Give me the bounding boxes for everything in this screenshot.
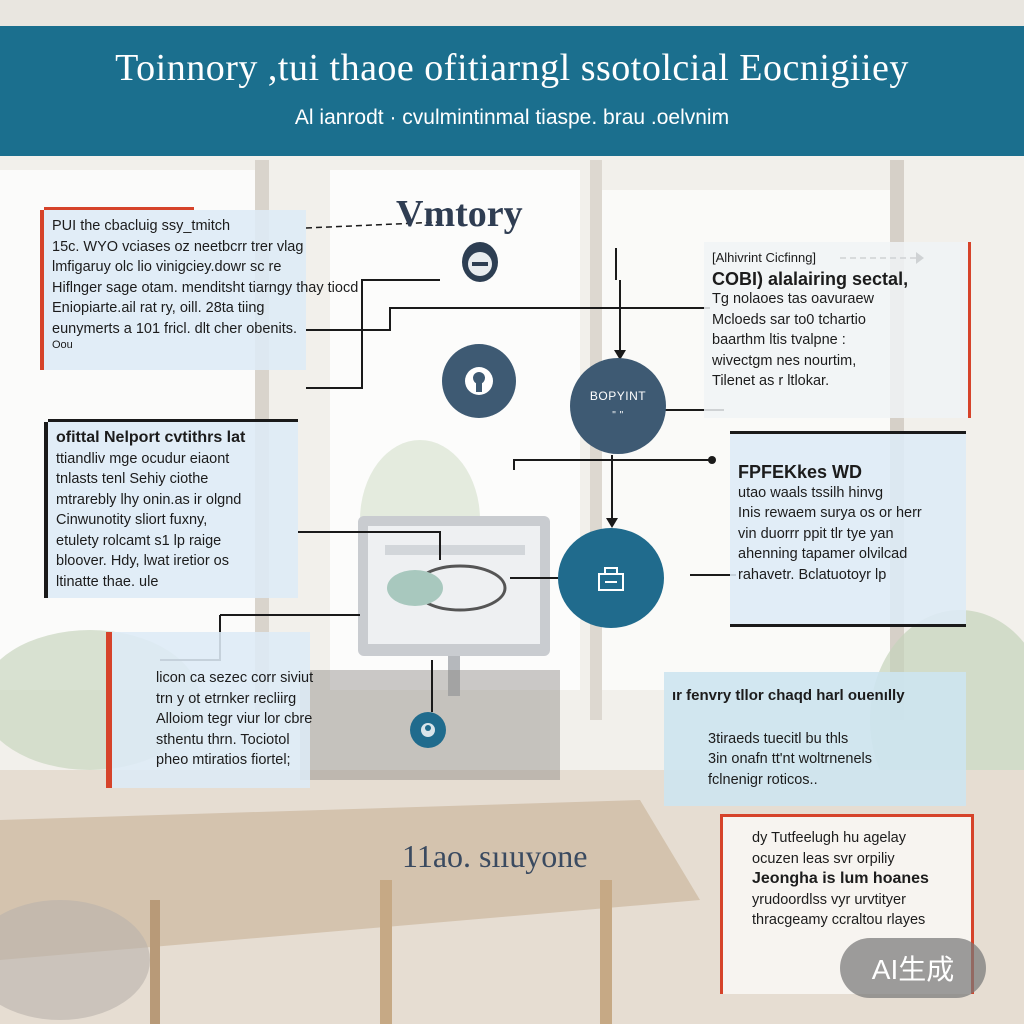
card-line: vin duorrr ppit tlr tye yan <box>738 525 894 542</box>
card-line: 15c. WYO vciases oz neetbcrr trer vlag <box>52 238 304 255</box>
hub-label: BOPYINT <box>589 389 647 403</box>
card-line: PUI the cbacluig ssy_tmitch <box>52 218 231 234</box>
card-line: ltinatte thae. ule <box>56 573 159 590</box>
person-icon <box>465 367 493 395</box>
card-heading: ofittal Nelport cvtithrs lat <box>56 429 246 446</box>
page-subtitle: Al ianrodt · cvulmintinmal tiaspe. brau … <box>294 106 730 129</box>
card-line: yrudoordlss vyr urvtityer <box>752 891 906 908</box>
card-line: utao waals tssilh hinvg <box>738 484 884 501</box>
card-line: Tilenet as r ltlokar. <box>712 373 830 389</box>
small-node[interactable] <box>410 712 446 748</box>
card-line: ahenning tapamer olvilcad <box>738 546 908 562</box>
card-top-left: PUI the cbacluig ssy_tmitch 15c. WYO vci… <box>40 207 359 370</box>
card-heading: [Alhivrint Cicfinng] <box>712 250 817 265</box>
page-title: Toinnory ,tui thaoe ofitiarngl ssotolcia… <box>115 47 909 89</box>
hub-sublabel: " " <box>612 410 624 421</box>
card-line: 3tiraeds tuecitl bu thls <box>708 730 849 747</box>
face-icon <box>462 242 498 282</box>
card-line: wivectgm nes nourtim, <box>712 352 857 369</box>
card-line: COBI) alalairing sectal, <box>712 268 909 289</box>
card-line: baarthm ltis tvalpne : <box>712 332 846 348</box>
center-footer: 11ao. sııuyone <box>402 838 588 874</box>
card-line: tnlasts tenl Sehiy ciothe <box>56 471 209 487</box>
card-line: 3in onafn tt'nt woltrnenels <box>708 751 872 767</box>
card-line: Jeongha is lum hoanes <box>752 870 929 887</box>
card-line: Tg nolaoes tas oavuraew <box>712 291 875 307</box>
portrait-node <box>452 232 508 288</box>
bag-node[interactable] <box>558 528 664 628</box>
card-line: Alloiom tegr viur lor cbre <box>156 711 313 727</box>
card-line: bloover. Hdy, lwat iretior os <box>56 553 229 569</box>
card-mid-right: FPFEKkes WD utao waals tssilh hinvg Inis… <box>730 431 966 627</box>
card-line: Hiflnger sage otam. menditsht tiarngy th… <box>52 279 359 296</box>
center-title: Vmtory <box>396 193 523 235</box>
bag-icon <box>598 567 624 591</box>
card-line: licon ca sezec corr siviut <box>156 670 314 686</box>
card-line: Mcloeds sar to0 tchartio <box>712 311 866 328</box>
header-banner: Toinnory ,tui thaoe ofitiarngl ssotolcia… <box>0 26 1024 156</box>
card-line: ttiandliv mge ocudur eiaont <box>56 450 230 467</box>
card-line: fclnenigr roticos.. <box>708 771 818 788</box>
person-node[interactable] <box>442 344 516 418</box>
ai-generated-badge: AI生成 <box>840 938 986 998</box>
card-mid-left: ofittal Nelport cvtithrs lat ttiandliv m… <box>44 419 298 598</box>
card-line: dy Tutfeelugh hu agelay <box>752 830 906 846</box>
card-line: etulety rolcamt s1 lp raige <box>56 532 222 549</box>
card-heading: ır fenvry tllor chaqd harl ouenılly <box>672 687 905 704</box>
card-lower-right: ır fenvry tllor chaqd harl ouenılly 3tir… <box>664 672 966 806</box>
card-line: rahavetr. Bclatuotoyr lp <box>738 566 887 583</box>
card-line: lmfigaruy olc lio vinigciey.dowr sc re <box>52 259 282 275</box>
card-line: trn y ot etrnker recliirg <box>156 690 297 707</box>
card-line: Oou <box>52 339 73 351</box>
card-line: ocuzen leas svr orpiliy <box>752 850 895 867</box>
card-heading: FPFEKkes WD <box>738 462 863 482</box>
card-top-right: [Alhivrint Cicfinng] COBI) alalairing se… <box>704 242 971 418</box>
card-line: eunymerts a 101 fricl. dlt cher obenits. <box>52 320 298 337</box>
person-small-icon <box>421 723 435 737</box>
card-bottom-left: licon ca sezec corr siviut trn y ot etrn… <box>106 632 314 788</box>
card-line: Cinwunotity sliort fuxny, <box>56 512 208 528</box>
card-line: Eniopiarte.ail rat ry, oill. 28ta tiing <box>52 300 265 316</box>
card-line: sthentu thrn. Tociotol <box>156 731 290 748</box>
card-line: thracgeamy ccraltou rlayes <box>752 912 926 928</box>
card-line: mtrarebly lhy onin.as ir olgnd <box>56 491 242 508</box>
card-line: pheo mtiratios fiortel; <box>156 752 291 768</box>
hub-node[interactable]: BOPYINT " " <box>570 358 666 454</box>
card-line: Inis rewaem surya os or herr <box>738 505 922 521</box>
